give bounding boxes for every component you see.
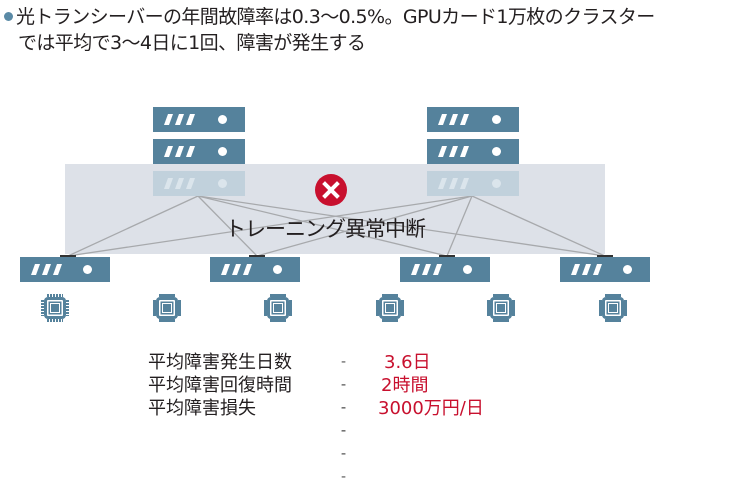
vent-icon: [164, 146, 195, 157]
vent-icon: [438, 114, 469, 125]
server-unit-right-1: [427, 107, 519, 132]
caption-line-1: 光トランシーバーの年間故障率は0.3〜0.5%。GPUカード1万枚のクラスター: [16, 6, 655, 28]
training-halt-label: トレーニング異常中断: [225, 217, 426, 241]
status-led-icon: [492, 147, 501, 156]
server-unit-right-failed: [427, 171, 519, 196]
stat-dash: ----: [341, 354, 348, 439]
server-unit-right-2: [427, 139, 519, 164]
vent-icon: [221, 264, 252, 275]
gpu-chip-icon: [153, 294, 181, 322]
stat-value: 3000万円/日: [378, 398, 484, 419]
status-led-icon: [492, 115, 501, 124]
stat-label: 平均障害損失: [148, 398, 256, 419]
vent-icon: [31, 264, 62, 275]
vent-icon: [164, 178, 195, 189]
vent-icon: [571, 264, 602, 275]
status-led-icon: [218, 115, 227, 124]
stat-value: 3.6日: [384, 352, 431, 373]
gpu-chip-icon: [41, 294, 69, 322]
status-led-icon: [623, 265, 632, 274]
network-links: [60, 195, 613, 257]
server-unit-left-1: [153, 107, 245, 132]
leaf-switch-4: [560, 257, 650, 282]
stat-label: 平均障害回復時間: [148, 375, 292, 396]
status-led-icon: [273, 265, 282, 274]
vent-icon: [411, 264, 442, 275]
server-unit-left-failed: [153, 171, 245, 196]
server-unit-left-2: [153, 139, 245, 164]
status-led-icon: [83, 265, 92, 274]
gpu-chip-icon: [264, 294, 292, 322]
status-led-icon: [492, 179, 501, 188]
leaf-switch-3: [400, 257, 490, 282]
status-led-icon: [463, 265, 472, 274]
vent-icon: [438, 178, 469, 189]
gpu-chip-icon: [599, 294, 627, 322]
bullet-icon: [4, 12, 13, 21]
gpu-chip-icon: [376, 294, 404, 322]
vent-icon: [438, 146, 469, 157]
stat-label: 平均障害発生日数: [148, 352, 292, 373]
stat-value: 2時間: [381, 375, 429, 396]
error-x-icon: [315, 174, 347, 206]
caption: 光トランシーバーの年間故障率は0.3〜0.5%。GPUカード1万枚のクラスター …: [4, 4, 748, 56]
status-led-icon: [218, 179, 227, 188]
vent-icon: [164, 114, 195, 125]
stat-dash: ----: [341, 400, 348, 485]
caption-line-2: では平均で3〜4日に1回、障害が発生する: [18, 32, 366, 54]
status-led-icon: [218, 147, 227, 156]
leaf-switch-2: [210, 257, 300, 282]
gpu-chip-icon: [487, 294, 515, 322]
leaf-switch-1: [20, 257, 110, 282]
